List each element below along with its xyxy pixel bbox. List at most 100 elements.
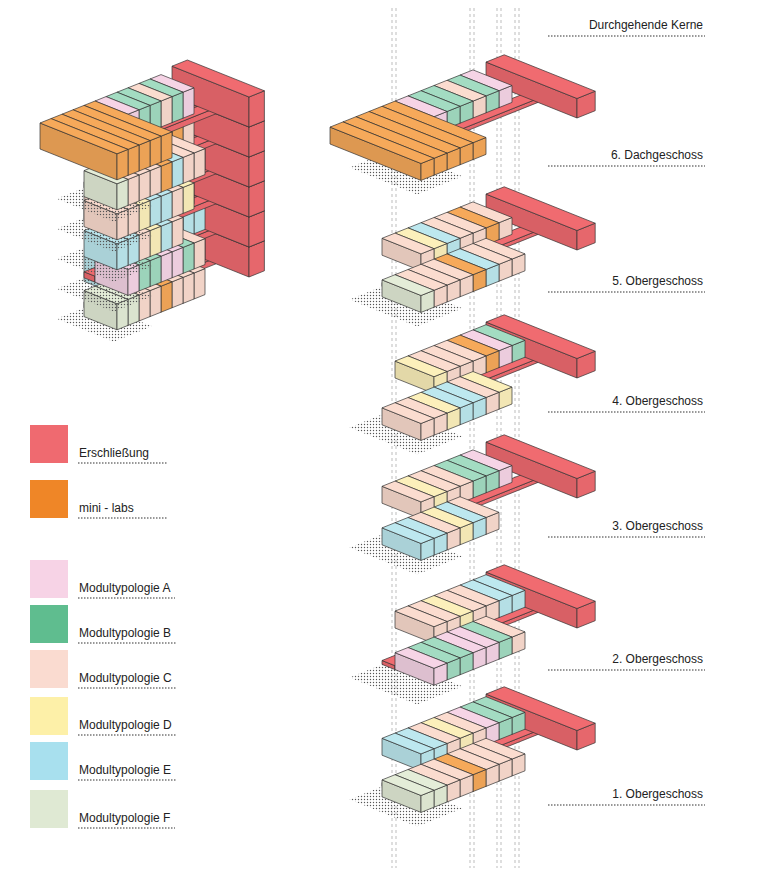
dotted-underline bbox=[78, 462, 168, 463]
floor-drawings bbox=[330, 55, 595, 827]
floor bbox=[350, 435, 596, 575]
box-front bbox=[161, 132, 172, 162]
dotted-underline bbox=[548, 291, 705, 292]
level-label: 6. Dachgeschoss bbox=[611, 148, 703, 162]
legend-swatch bbox=[30, 790, 68, 828]
level-label: 1. Obergeschoss bbox=[612, 787, 703, 801]
box-front bbox=[172, 217, 183, 247]
box-front bbox=[161, 282, 172, 312]
legend-text: mini - labs bbox=[79, 501, 134, 515]
box-top bbox=[395, 356, 447, 377]
box-front bbox=[183, 243, 194, 273]
legend-text: Modultypologie C bbox=[79, 671, 172, 685]
box-front bbox=[150, 166, 161, 196]
box-front bbox=[183, 273, 194, 303]
box-front bbox=[172, 277, 183, 307]
level-label: 3. Obergeschoss bbox=[612, 519, 703, 533]
box-front bbox=[183, 183, 194, 213]
dotted-underline bbox=[548, 35, 705, 36]
module-box bbox=[395, 648, 447, 686]
box-front bbox=[172, 247, 183, 277]
box-top bbox=[395, 606, 447, 627]
floor bbox=[350, 565, 596, 705]
box-front bbox=[183, 88, 194, 118]
box-front bbox=[128, 145, 139, 175]
module-box bbox=[382, 403, 434, 441]
box-top bbox=[382, 733, 434, 754]
legend-text: Modultypologie B bbox=[79, 626, 171, 640]
level-label: Durchgehende Kerne bbox=[589, 18, 703, 32]
legend-swatch bbox=[30, 742, 68, 780]
box-top bbox=[40, 119, 128, 154]
legend-swatch bbox=[30, 560, 68, 598]
box-front bbox=[150, 196, 161, 226]
module-box bbox=[382, 275, 434, 313]
dotted-underline bbox=[78, 517, 168, 518]
box-front bbox=[183, 153, 194, 183]
box-top bbox=[382, 775, 434, 796]
floor bbox=[330, 55, 595, 195]
box-front bbox=[161, 192, 172, 222]
dotted-underline bbox=[548, 804, 705, 805]
box-front bbox=[150, 226, 161, 256]
level-label: 5. Obergeschoss bbox=[612, 274, 703, 288]
legend-text: Erschließung bbox=[79, 446, 149, 460]
mini-lab-box bbox=[40, 119, 128, 180]
box-top bbox=[330, 122, 434, 164]
box-front bbox=[172, 157, 183, 187]
level-label: 2. Obergeschoss bbox=[612, 652, 703, 666]
box-front bbox=[139, 171, 150, 201]
module-box bbox=[382, 523, 434, 561]
box-front bbox=[161, 97, 172, 127]
box-front bbox=[194, 269, 205, 299]
dotted-underline bbox=[78, 779, 176, 780]
dotted-underline bbox=[548, 669, 705, 670]
box-front bbox=[150, 136, 161, 166]
dotted-underline bbox=[78, 642, 176, 643]
legend-text: Modultypologie E bbox=[79, 763, 171, 777]
dotted-underline bbox=[548, 165, 705, 166]
floor bbox=[350, 315, 596, 455]
box-front bbox=[150, 256, 161, 286]
dotted-underline bbox=[548, 536, 705, 537]
box-front bbox=[139, 141, 150, 171]
box-top bbox=[382, 523, 434, 544]
overview-drawing bbox=[40, 60, 264, 342]
legend-swatch bbox=[30, 697, 68, 735]
box-front bbox=[150, 286, 161, 316]
legend-swatch bbox=[30, 650, 68, 688]
mini-lab-box bbox=[330, 122, 434, 180]
box-front bbox=[161, 222, 172, 252]
legend-swatch bbox=[30, 480, 68, 518]
box-front bbox=[194, 239, 205, 269]
box-front bbox=[172, 187, 183, 217]
floor bbox=[40, 60, 264, 180]
dotted-underline bbox=[78, 734, 176, 735]
box-top bbox=[382, 481, 434, 502]
box-top bbox=[382, 275, 434, 296]
module-box bbox=[382, 775, 434, 813]
box-top bbox=[382, 233, 434, 254]
leader-lines bbox=[78, 36, 705, 828]
circulation-box bbox=[172, 60, 264, 127]
legend-swatch bbox=[30, 425, 68, 463]
box-front bbox=[161, 252, 172, 282]
legend-swatch bbox=[30, 605, 68, 643]
level-label: 4. Obergeschoss bbox=[612, 394, 703, 408]
box-front bbox=[117, 179, 128, 209]
box-top bbox=[382, 403, 434, 424]
box-top bbox=[395, 648, 447, 669]
box-front bbox=[172, 92, 183, 122]
dotted-underline bbox=[78, 827, 175, 828]
legend-text: Modultypologie D bbox=[79, 718, 172, 732]
box-front bbox=[194, 149, 205, 179]
box-front bbox=[128, 175, 139, 205]
floor bbox=[350, 187, 596, 327]
box-front bbox=[161, 162, 172, 192]
dotted-underline bbox=[78, 687, 176, 688]
legend-text: Modultypologie F bbox=[79, 811, 170, 825]
dotted-underline bbox=[78, 597, 175, 598]
box-front bbox=[117, 149, 128, 179]
